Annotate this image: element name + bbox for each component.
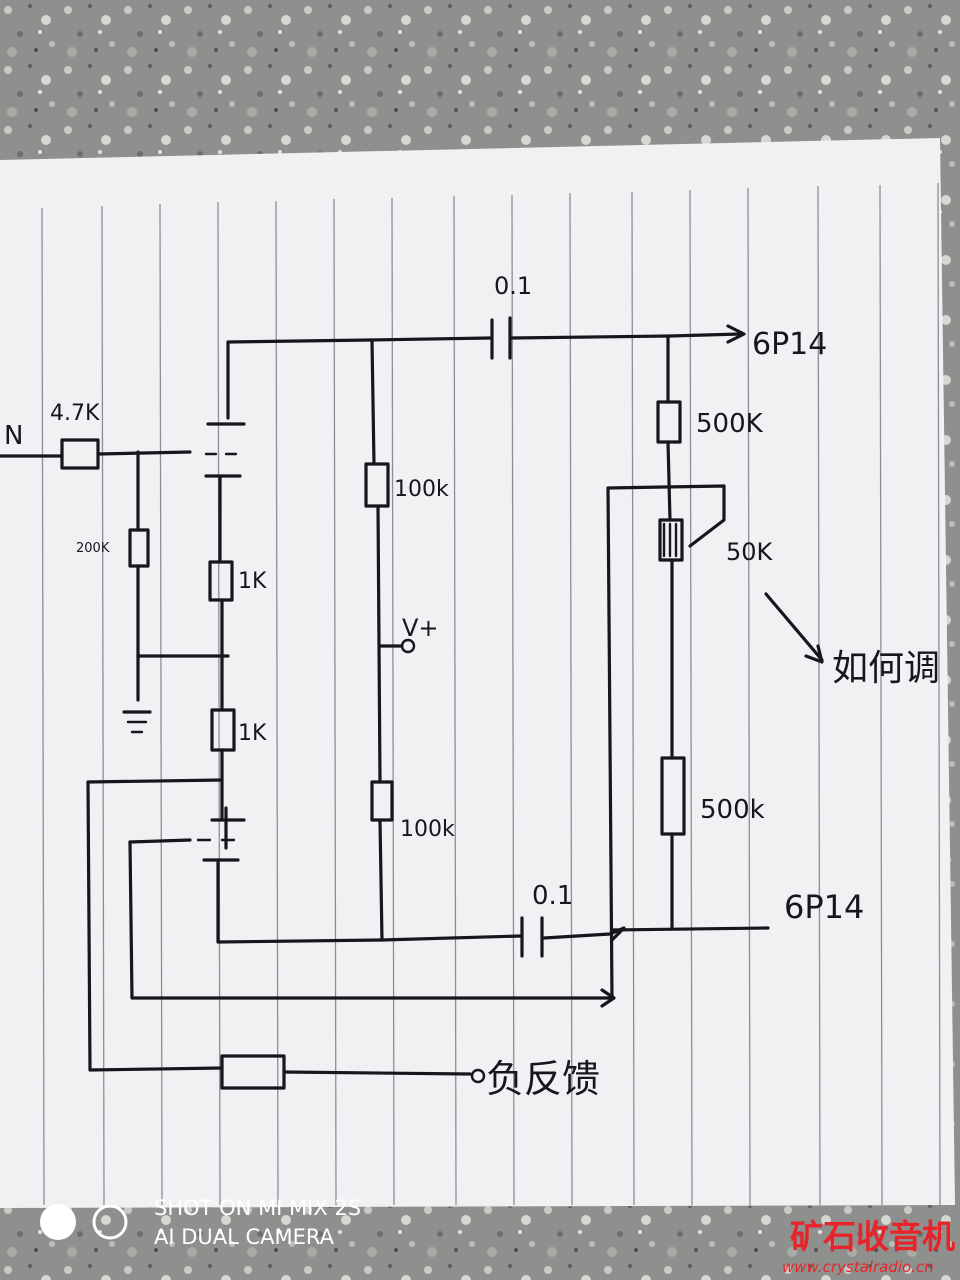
camera-watermark: SHOT ON MI MIX 2S AI DUAL CAMERA — [40, 1196, 361, 1249]
label-out-top: 6P14 — [752, 327, 827, 362]
logo-url: www.crystalradio.cn — [782, 1258, 934, 1276]
label-r-input: 4.7K — [50, 401, 100, 426]
label-feedback: 负反馈 — [486, 1057, 600, 1101]
site-logo: 矿石收音机 www.crystalradio.cn — [782, 1217, 955, 1276]
label-r-plate1: 100k — [394, 477, 449, 502]
watermark-line1: SHOT ON MI MIX 2S — [154, 1196, 361, 1220]
resistor-1k-lower — [210, 708, 236, 752]
resistor-feedback — [220, 1054, 286, 1090]
resistor-500k-lower — [660, 756, 686, 836]
paper-sheet — [0, 138, 955, 1208]
triode-upper — [204, 422, 246, 478]
label-r-cathode2: 1K — [238, 721, 267, 746]
resistor-1k-upper — [208, 560, 234, 602]
label-r-out2: 500k — [700, 795, 765, 825]
resistor-4-7k — [60, 438, 100, 470]
label-r-plate2: 100k — [400, 817, 455, 842]
label-question: 如何调 — [832, 648, 940, 689]
label-input: N — [4, 421, 23, 451]
ruled-lines — [41, 182, 941, 1206]
triode-lower — [196, 818, 246, 862]
watermark-dot-ring-icon — [92, 1204, 128, 1240]
label-r-grid: 200K — [76, 541, 110, 556]
resistor-500k-upper — [656, 400, 682, 444]
watermark-line2: AI DUAL CAMERA — [154, 1225, 335, 1249]
label-out-bottom: 6P14 — [784, 888, 864, 926]
label-supply: V+ — [402, 614, 439, 642]
label-c-top: 0.1 — [494, 272, 532, 300]
potentiometer-50k — [658, 518, 684, 562]
label-c-bottom: 0.1 — [532, 881, 573, 911]
resistor-100k-lower — [370, 780, 394, 822]
handwritten-labels: N 4.7K 200K 1K 1K 100k 100k V+ 0.1 0.1 6… — [4, 272, 940, 1101]
components — [60, 316, 686, 1090]
feedback-terminal — [470, 1068, 486, 1084]
label-r-out1: 500K — [696, 409, 764, 439]
vplus-terminal — [400, 638, 416, 654]
watermark-dot-filled-icon — [40, 1204, 76, 1240]
logo-name: 矿石收音机 — [790, 1217, 955, 1256]
circuit-wires — [0, 324, 824, 1076]
resistor-100k-upper — [364, 462, 390, 508]
label-pot: 50K — [726, 538, 774, 566]
resistor-200k — [128, 528, 150, 568]
label-r-cathode1: 1K — [238, 569, 267, 594]
